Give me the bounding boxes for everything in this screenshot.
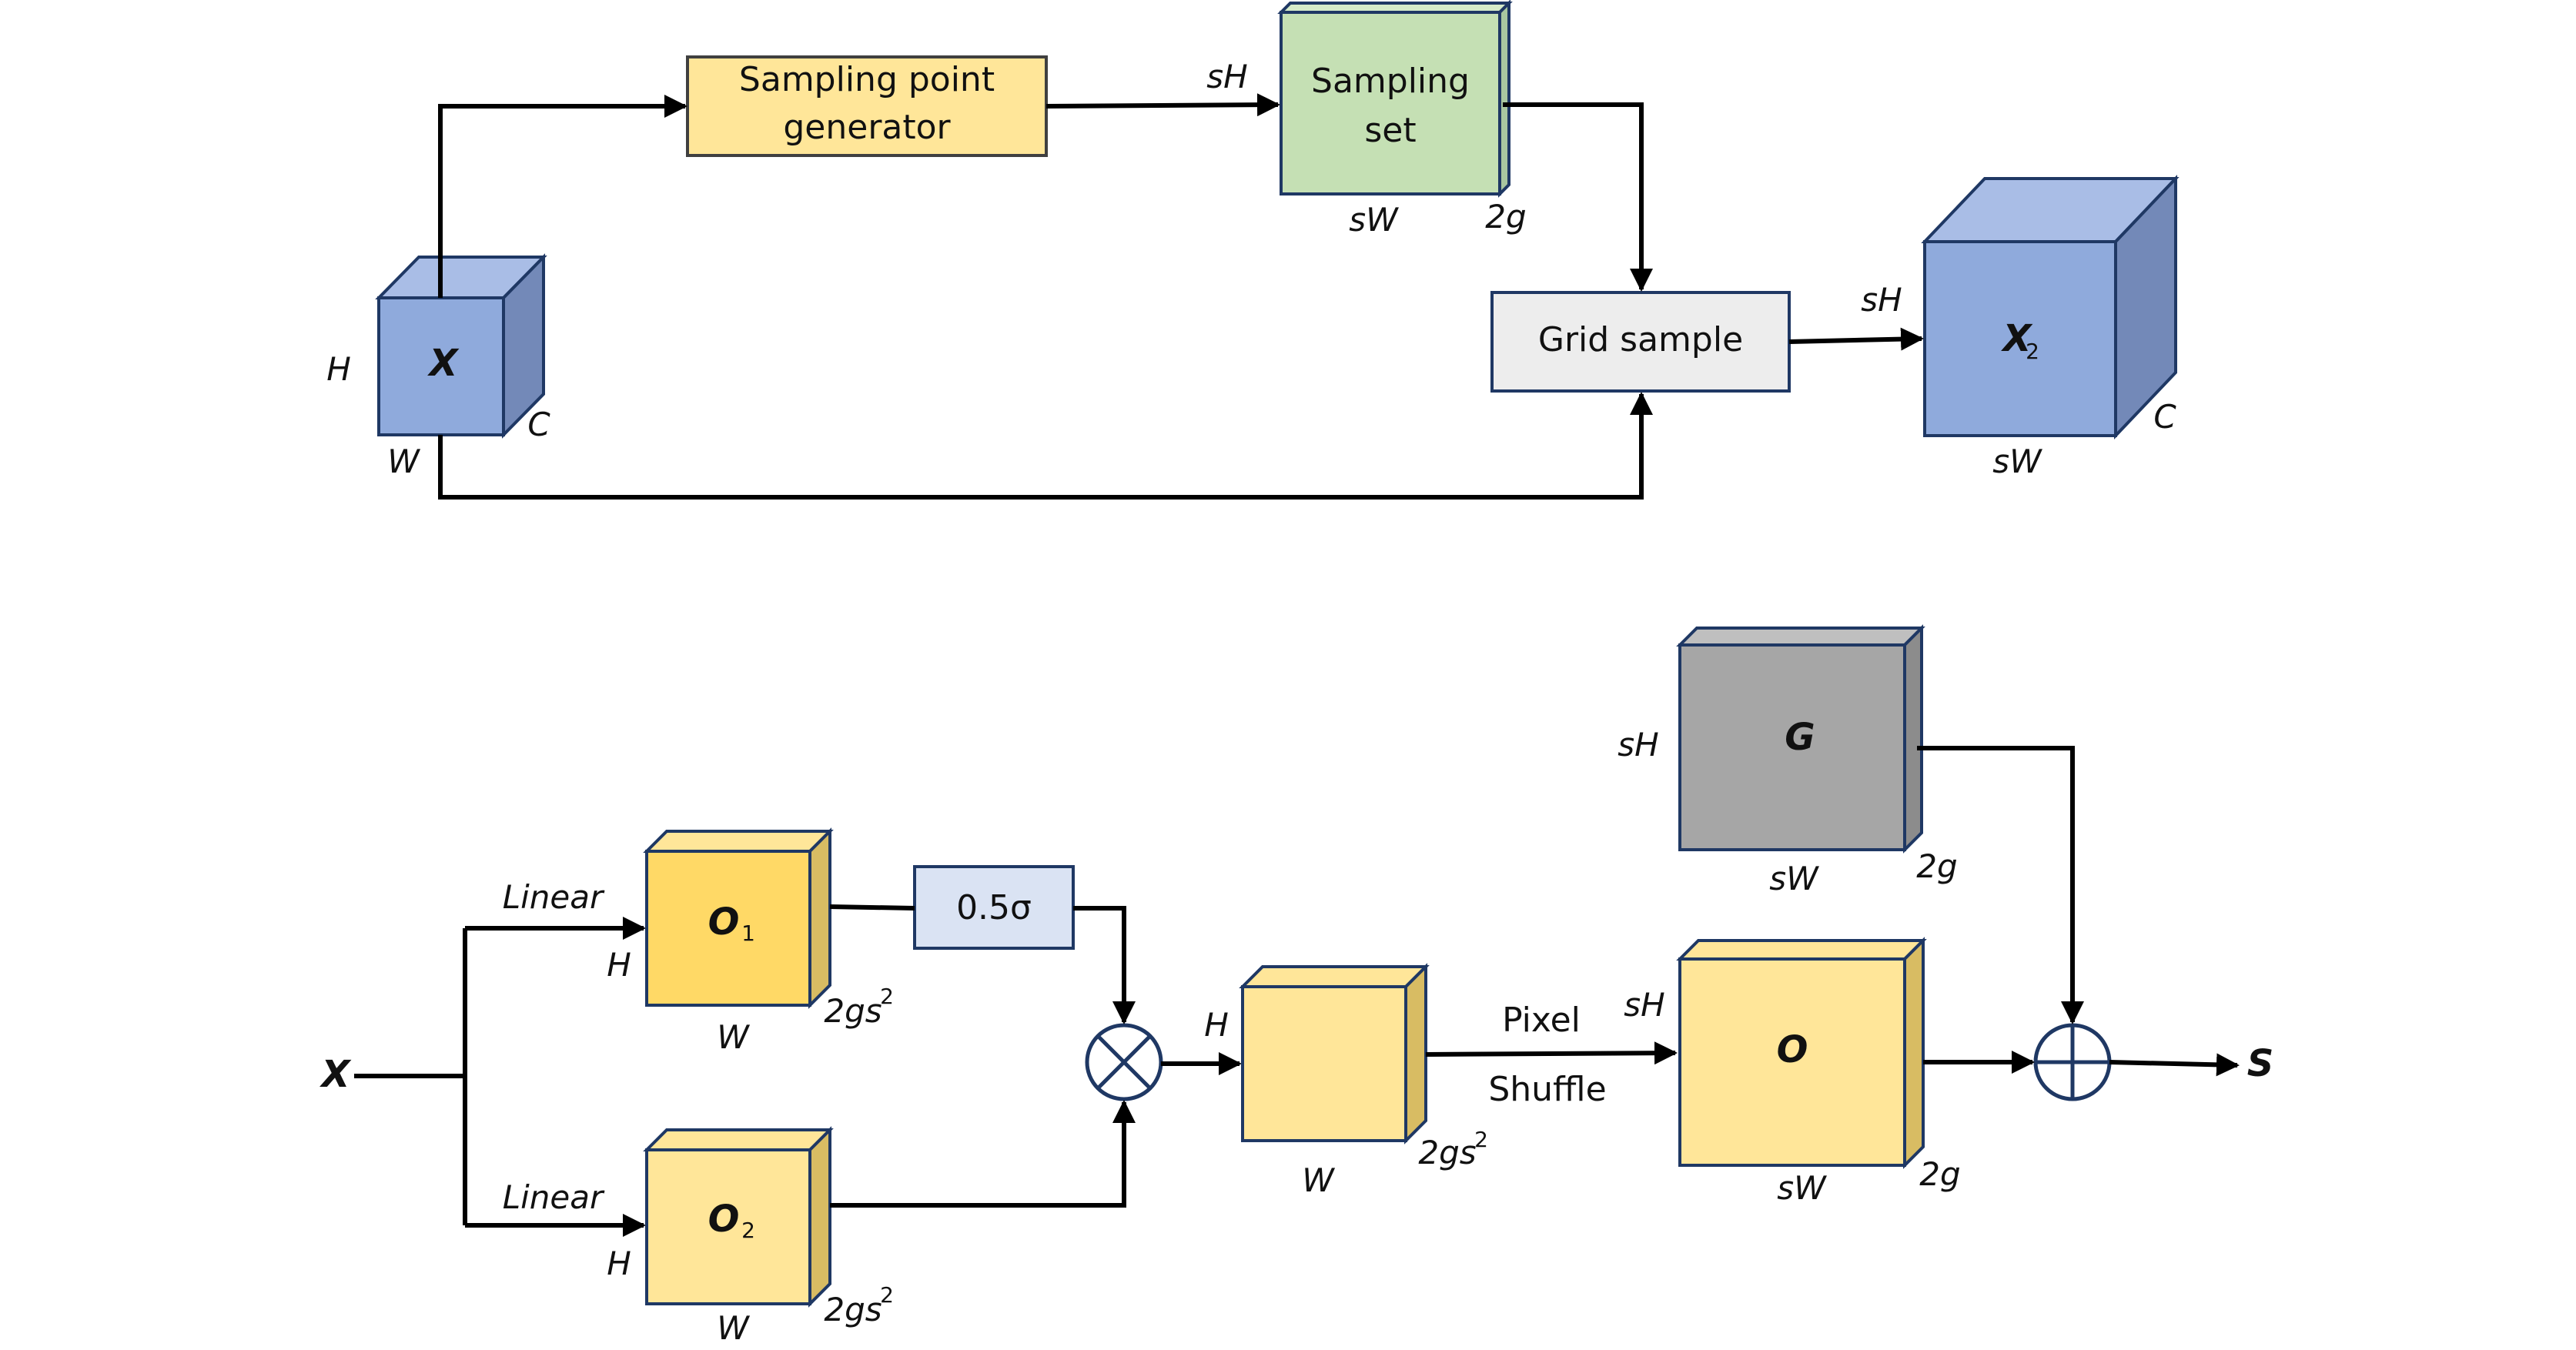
wire-sampling-set-to-grid-sample bbox=[1503, 102, 1653, 292]
o1-symbol: O bbox=[708, 901, 740, 944]
multiply-node bbox=[1085, 1023, 1163, 1101]
top-output-h-label: sH bbox=[1861, 281, 1902, 319]
top-input-cube bbox=[375, 253, 547, 439]
offset-h-label: sH bbox=[1624, 986, 1664, 1024]
branch2-op-label: Linear bbox=[503, 1178, 605, 1216]
grid-sample-box bbox=[1490, 291, 1791, 393]
grid-h-label: sH bbox=[1618, 726, 1658, 764]
o1-h-label: H bbox=[607, 946, 631, 984]
top-output-c-label: C bbox=[2153, 398, 2176, 436]
o1-c-superscript: 2 bbox=[880, 984, 894, 1009]
scale-sigmoid-label: 0.5σ bbox=[956, 888, 1032, 927]
o2-h-label: H bbox=[607, 1245, 631, 1282]
generator-label-line2: generator bbox=[783, 108, 951, 147]
product-c-label: 2gs bbox=[1418, 1134, 1476, 1171]
wire-product-to-offset bbox=[1425, 1041, 1678, 1065]
top-input-w-label: W bbox=[387, 443, 420, 480]
grid-w-label: sW bbox=[1769, 860, 1819, 897]
wire-grid-to-add bbox=[1917, 746, 2084, 1024]
sampling-set-cube bbox=[1277, 0, 1513, 198]
o1-w-label: W bbox=[717, 1018, 750, 1056]
add-node bbox=[2033, 1023, 2112, 1101]
sampling-point-generator-box bbox=[686, 55, 1048, 157]
wire-grid-sample-to-output bbox=[1788, 327, 1924, 351]
top-input-c-label: C bbox=[527, 406, 550, 443]
bottom-output-symbol: S bbox=[2247, 1042, 2274, 1085]
top-output-subscript: 2 bbox=[2026, 339, 2039, 364]
o2-w-label: W bbox=[717, 1309, 750, 1347]
sampling-set-line2: set bbox=[1364, 111, 1416, 150]
offset-cube bbox=[1676, 937, 1927, 1169]
top-output-cube bbox=[1921, 174, 2180, 440]
wire-generator-to-sampling-set bbox=[1045, 93, 1280, 117]
o2-symbol: O bbox=[708, 1198, 740, 1241]
wire-scale-to-multiply bbox=[1073, 906, 1136, 1024]
pixel-shuffle-line1: Pixel bbox=[1502, 1001, 1581, 1040]
grid-symbol: G bbox=[1785, 716, 1815, 759]
o2-subscript: 2 bbox=[741, 1218, 755, 1243]
product-h-label: H bbox=[1204, 1006, 1229, 1044]
top-output-symbol: X bbox=[2000, 317, 2032, 360]
wire-o2-to-multiply bbox=[830, 1100, 1136, 1208]
sampling-set-line1: Sampling bbox=[1311, 62, 1470, 101]
sampling-set-c-label: 2g bbox=[1485, 198, 1526, 236]
top-input-h-label: H bbox=[326, 350, 351, 388]
offset-w-label: sW bbox=[1777, 1169, 1827, 1207]
product-c-superscript: 2 bbox=[1474, 1127, 1488, 1152]
bottom-input-symbol: X bbox=[319, 1053, 351, 1096]
pixel-shuffle-line2: Shuffle bbox=[1488, 1070, 1606, 1109]
grid-sample-label: Grid sample bbox=[1538, 320, 1743, 359]
o1-c-label: 2gs bbox=[824, 992, 882, 1030]
grid-c-label: 2g bbox=[1916, 847, 1957, 885]
top-input-symbol: X bbox=[427, 342, 459, 385]
offset-symbol: O bbox=[1777, 1028, 1808, 1071]
offset-c-label: 2g bbox=[1919, 1155, 1960, 1193]
top-output-w-label: sW bbox=[1992, 443, 2042, 480]
wire-input-to-generator bbox=[438, 95, 687, 298]
sampling-set-h-label: sH bbox=[1206, 58, 1247, 95]
o1-cube bbox=[643, 827, 834, 1009]
wire-add-to-output bbox=[2109, 1053, 2240, 1077]
o1-subscript: 1 bbox=[741, 921, 755, 946]
grid-cube bbox=[1676, 624, 1925, 854]
o2-cube bbox=[643, 1126, 834, 1308]
generator-label-line1: Sampling point bbox=[739, 60, 995, 99]
product-cube bbox=[1239, 963, 1430, 1144]
wire-input-to-grid-sample bbox=[438, 392, 1653, 500]
product-w-label: W bbox=[1302, 1161, 1335, 1199]
sampling-set-w-label: sW bbox=[1349, 201, 1399, 239]
wire-o1-to-scale bbox=[829, 904, 915, 911]
branch1-op-label: Linear bbox=[503, 878, 605, 916]
o2-c-superscript: 2 bbox=[880, 1282, 894, 1308]
o2-c-label: 2gs bbox=[824, 1291, 882, 1328]
